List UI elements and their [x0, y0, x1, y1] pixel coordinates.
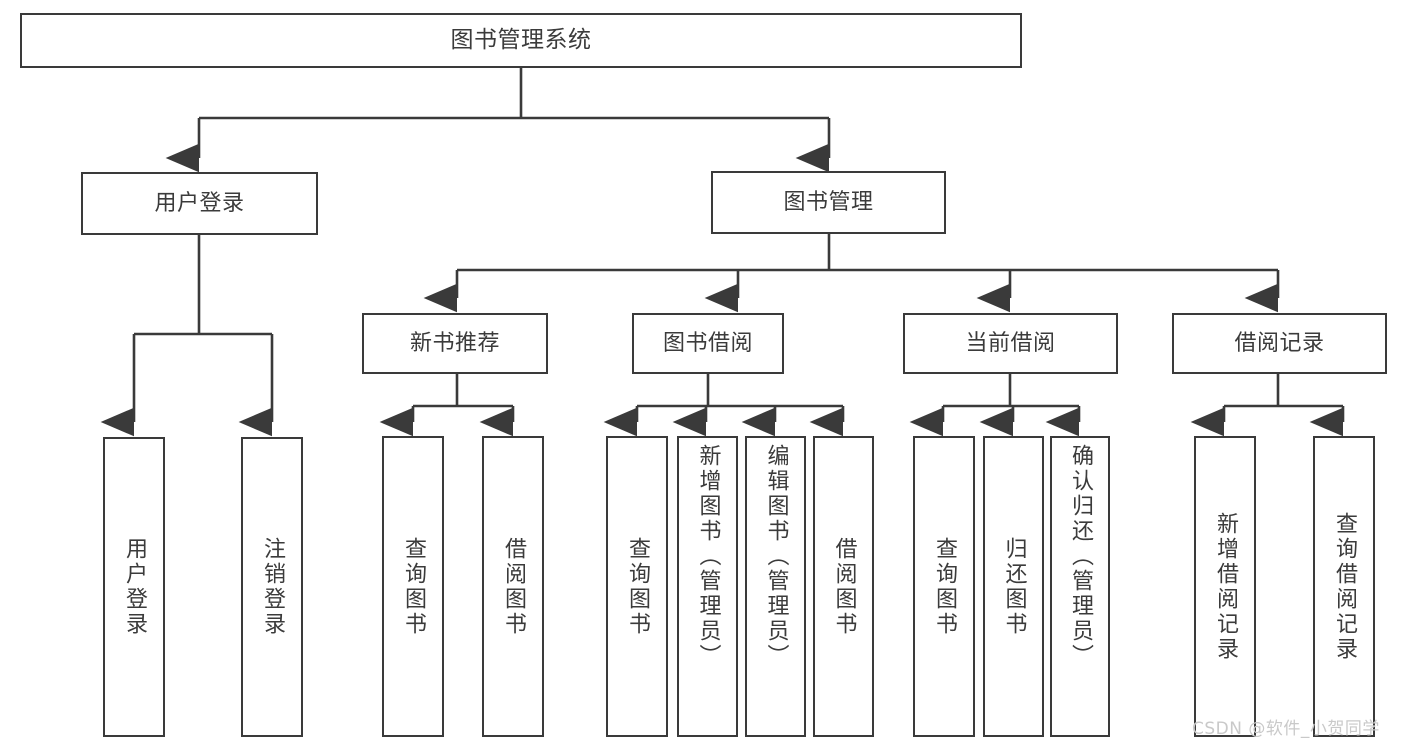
node-label: 借阅图书 [831, 536, 857, 637]
leaf-borrow-book[interactable]: 借阅图书 [813, 436, 874, 737]
leaf-query-book-borrow[interactable]: 查询图书 [606, 436, 668, 737]
leaf-confirm-return-admin[interactable]: 确认归还（管理员） [1050, 436, 1110, 737]
leaf-logout[interactable]: 注销登录 [241, 437, 303, 737]
node-label: 注销登录 [259, 537, 285, 637]
node-label: 图书管理系统 [450, 26, 592, 53]
node-label: 用户登录 [121, 537, 147, 637]
leaf-user-login[interactable]: 用户登录 [103, 437, 165, 737]
node-label: 查询借阅记录 [1331, 511, 1357, 662]
node-label: 新增图书（管理员） [695, 444, 721, 669]
leaf-add-borrow-record[interactable]: 新增借阅记录 [1194, 436, 1256, 737]
node-current-borrow[interactable]: 当前借阅 [903, 313, 1118, 374]
leaf-query-borrow-record[interactable]: 查询借阅记录 [1313, 436, 1375, 737]
node-label: 用户登录 [154, 190, 245, 216]
node-borrow-record[interactable]: 借阅记录 [1172, 313, 1387, 374]
csdn-watermark: CSDN @软件_小贺同学 [1192, 719, 1380, 739]
node-new-book-recommend[interactable]: 新书推荐 [362, 313, 548, 374]
node-label: 当前借阅 [965, 330, 1056, 356]
node-label: 归还图书 [1001, 536, 1027, 637]
node-label: 编辑图书（管理员） [763, 444, 789, 669]
leaf-query-book-recommend[interactable]: 查询图书 [382, 436, 444, 737]
leaf-return-book[interactable]: 归还图书 [983, 436, 1044, 737]
node-label: 查询图书 [400, 536, 426, 637]
node-label: 新书推荐 [409, 330, 500, 356]
node-label: 借阅图书 [500, 536, 526, 637]
node-book-management[interactable]: 图书管理 [711, 171, 946, 234]
node-book-borrow[interactable]: 图书借阅 [632, 313, 784, 374]
node-user-login[interactable]: 用户登录 [81, 172, 318, 235]
node-label: 图书管理 [783, 189, 874, 215]
node-label: 查询图书 [624, 536, 650, 637]
node-label: 新增借阅记录 [1212, 511, 1238, 662]
node-label: 查询图书 [931, 536, 957, 637]
leaf-edit-book-admin[interactable]: 编辑图书（管理员） [745, 436, 806, 737]
leaf-query-book-current[interactable]: 查询图书 [913, 436, 975, 737]
node-root-system[interactable]: 图书管理系统 [20, 13, 1022, 68]
node-label: 确认归还（管理员） [1067, 444, 1093, 669]
leaf-borrow-book-recommend[interactable]: 借阅图书 [482, 436, 544, 737]
node-label: 图书借阅 [662, 330, 753, 356]
node-label: 借阅记录 [1234, 330, 1325, 356]
leaf-add-book-admin[interactable]: 新增图书（管理员） [677, 436, 738, 737]
